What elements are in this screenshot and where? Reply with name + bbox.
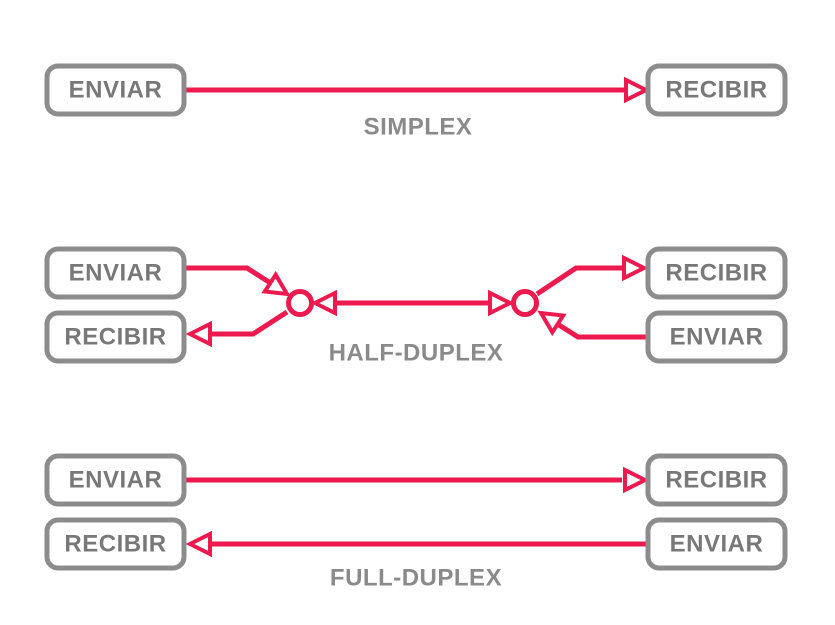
half-duplex-left-sender-box (44, 246, 187, 300)
simplex-sender-label: ENVIAR (69, 77, 163, 104)
full-duplex-right-sender-box (645, 517, 788, 571)
full-duplex-title: FULL-DUPLEX (330, 565, 502, 592)
full-duplex-right-sender-label: ENVIAR (670, 531, 764, 558)
half-duplex-right-receive-arrowhead-icon (622, 254, 649, 282)
full-duplex-left-receiver-box (44, 517, 187, 571)
full-duplex-section: ENVIAR RECIBIR RECIBIR ENVIAR FULL-DUPLE… (44, 453, 788, 592)
full-duplex-send-arrowhead-icon (623, 466, 650, 494)
full-duplex-right-receiver-box (645, 453, 788, 507)
half-duplex-right-receiver-box (645, 246, 788, 300)
simplex-section: ENVIAR RECIBIR SIMPLEX (44, 63, 788, 141)
simplex-title: SIMPLEX (364, 114, 473, 141)
half-duplex-right-send-arrowhead-icon (537, 310, 567, 337)
half-duplex-right-sender-label: ENVIAR (670, 324, 764, 351)
simplex-receiver-box (645, 63, 788, 117)
half-duplex-left-receiver-label: RECIBIR (64, 324, 166, 351)
half-duplex-left-sender-label: ENVIAR (69, 260, 163, 287)
half-duplex-left-send-arrowhead-icon (261, 270, 291, 297)
simplex-right-arrowhead-icon (624, 76, 651, 104)
full-duplex-return-arrowhead-icon (185, 530, 212, 558)
full-duplex-left-sender-box (44, 453, 187, 507)
half-duplex-left-send-line (184, 265, 274, 287)
half-duplex-section: ENVIAR RECIBIR RECIBIR ENVIAR HALF-DUPLE… (44, 246, 788, 367)
half-duplex-right-send-line (557, 322, 648, 340)
full-duplex-left-receiver-label: RECIBIR (64, 531, 166, 558)
half-duplex-right-sender-box (645, 310, 788, 364)
half-duplex-right-node-icon (511, 289, 539, 317)
half-duplex-left-receiver-box (44, 310, 187, 364)
half-duplex-left-node-icon (286, 289, 314, 317)
full-duplex-right-receiver-label: RECIBIR (665, 467, 767, 494)
simplex-receiver-label: RECIBIR (665, 77, 767, 104)
half-duplex-channel-left-arrowhead-icon (310, 289, 337, 317)
half-duplex-right-receive-line (535, 265, 622, 297)
half-duplex-channel-right-arrowhead-icon (488, 289, 515, 317)
half-duplex-left-receive-line (212, 309, 289, 337)
half-duplex-left-receive-arrowhead-icon (185, 320, 212, 348)
half-duplex-title: HALF-DUPLEX (329, 340, 504, 367)
half-duplex-right-receiver-label: RECIBIR (665, 260, 767, 287)
full-duplex-left-sender-label: ENVIAR (69, 467, 163, 494)
simplex-sender-box (44, 63, 187, 117)
